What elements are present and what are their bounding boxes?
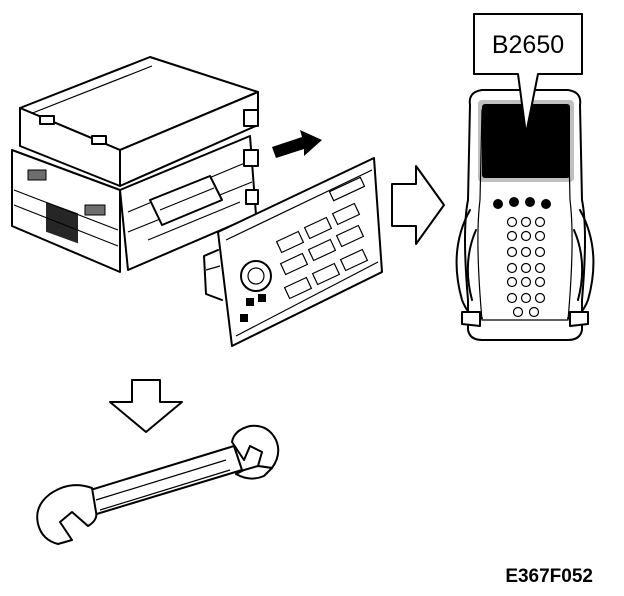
open-end-wrench-icon [36, 424, 280, 545]
dtc-code-label: B2650 [492, 31, 564, 59]
radio-faceplate-icon [203, 157, 383, 347]
arrow-down-icon [109, 379, 183, 433]
figure-id-label: E367F052 [505, 566, 593, 587]
removal-direction-arrow-icon [272, 130, 322, 158]
radio-head-unit-icon [11, 56, 259, 273]
arrow-right-icon [391, 165, 445, 245]
handheld-scan-tool-icon [455, 13, 595, 341]
